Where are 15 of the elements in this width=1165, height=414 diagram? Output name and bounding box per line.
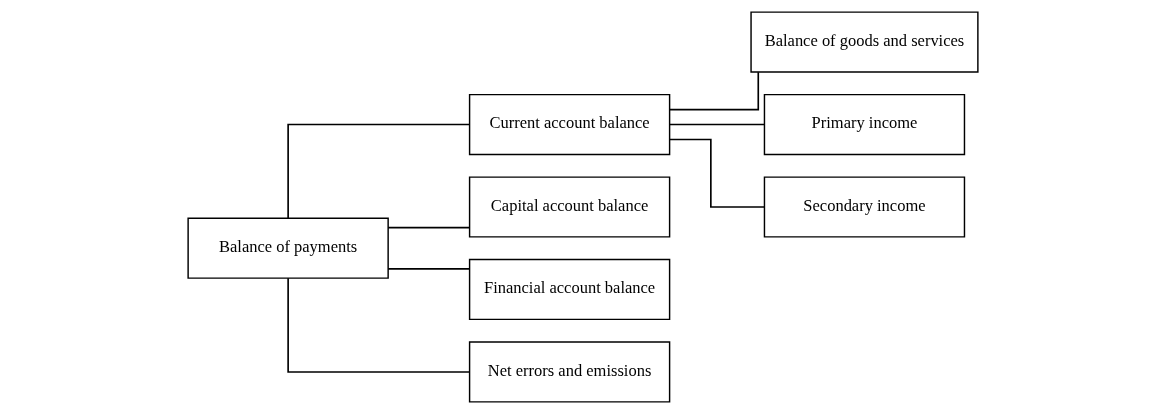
node-box: Current account balance [468, 93, 670, 156]
connector [668, 138, 765, 208]
connector [286, 123, 470, 220]
node-box: Balance of payments [186, 217, 389, 279]
node-box: Capital account balance [468, 176, 670, 238]
connector [386, 226, 470, 229]
connector [668, 71, 759, 111]
node-box: Primary income [763, 93, 965, 156]
connector [286, 277, 470, 373]
node-box: Net errors and emissions [468, 341, 670, 403]
node-box: Balance of goods and services [749, 11, 979, 73]
node-box: Secondary income [763, 176, 965, 238]
connector [668, 123, 765, 126]
node-box: Financial account balance [468, 258, 670, 321]
connector [386, 268, 470, 270]
